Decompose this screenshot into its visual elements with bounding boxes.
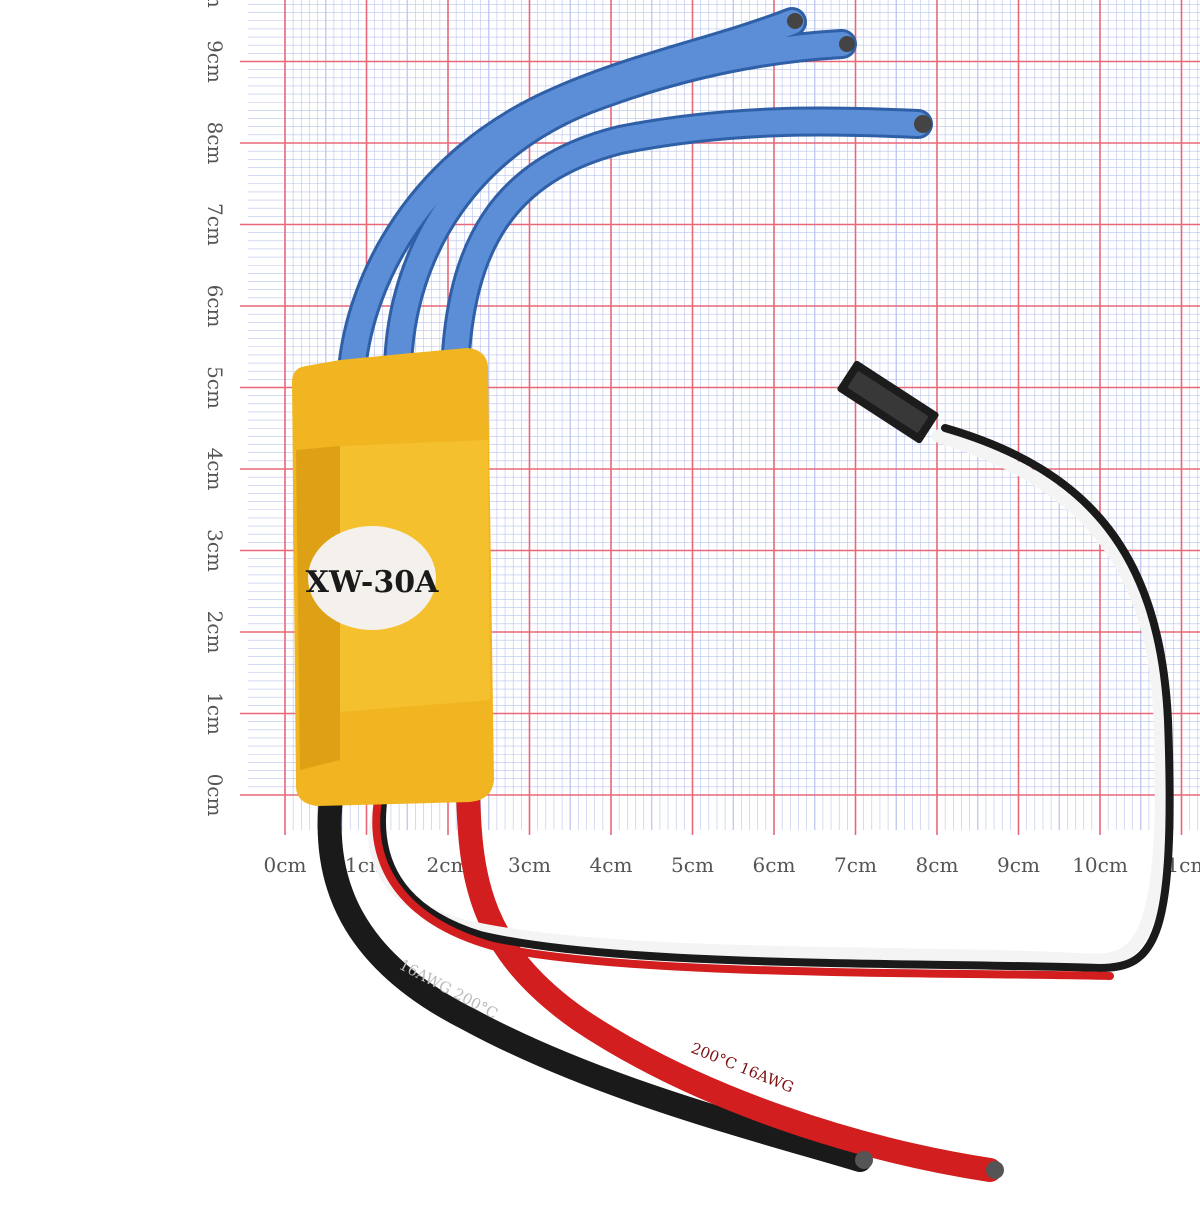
motor-wire-tips <box>787 13 932 133</box>
horizontal-ruler-label: 0cm <box>264 853 307 877</box>
vertical-ruler-label: 5cm <box>203 366 227 409</box>
vertical-ruler-label: 7cm <box>203 203 227 246</box>
model-label-sticker <box>308 526 436 630</box>
signal-wires <box>368 424 1174 980</box>
vertical-ruler-label: 8cm <box>203 122 227 165</box>
horizontal-ruler-label: 6cm <box>753 853 796 877</box>
vertical-ruler-label: 6cm <box>203 285 227 328</box>
wire-tip <box>914 115 932 133</box>
wire-tip <box>787 13 803 29</box>
wire-tip <box>986 1161 1004 1179</box>
horizontal-ruler-label: 8cm <box>916 853 959 877</box>
signal-wire-red <box>372 786 1114 980</box>
vertical-ruler-label: 10cm <box>203 0 227 8</box>
esc-shell-shadow <box>296 446 340 770</box>
motor-wire <box>443 109 930 382</box>
horizontal-ruler-label: 10cm <box>1072 853 1128 877</box>
horizontal-ruler-label: 7cm <box>834 853 877 877</box>
signal-wire-black <box>378 424 1174 973</box>
model-label-text: XW-30A <box>306 565 440 600</box>
power-wire-red <box>456 778 1002 1182</box>
motor-wire <box>386 32 854 382</box>
horizontal-ruler-label: 3cm <box>508 853 551 877</box>
esc-body: XW-30A <box>292 348 494 806</box>
horizontal-ruler-label: 5cm <box>671 853 714 877</box>
vertical-ruler-label: 0cm <box>203 774 227 817</box>
power-wire-black <box>317 778 872 1172</box>
vertical-ruler-label: 9cm <box>203 40 227 83</box>
vertical-ruler-label: 2cm <box>203 611 227 654</box>
horizontal-ruler-label: 9cm <box>997 853 1040 877</box>
vertical-ruler-label: 4cm <box>203 448 227 491</box>
horizontal-ruler-label: 4cm <box>590 853 633 877</box>
wire-tip <box>855 1151 873 1169</box>
power-wire-tips <box>855 1151 1004 1179</box>
connector-face <box>848 371 928 433</box>
wire-tip <box>839 36 855 52</box>
servo-connector <box>837 360 939 444</box>
vertical-ruler-labels: 0cm 1cm 2cm 3cm 4cm 5cm 6cm 7cm 8cm 9cm 10cm <box>203 0 227 816</box>
motor-wires <box>337 7 933 385</box>
vertical-ruler-label: 1cm <box>203 692 227 735</box>
vertical-ruler-label: 3cm <box>203 529 227 572</box>
